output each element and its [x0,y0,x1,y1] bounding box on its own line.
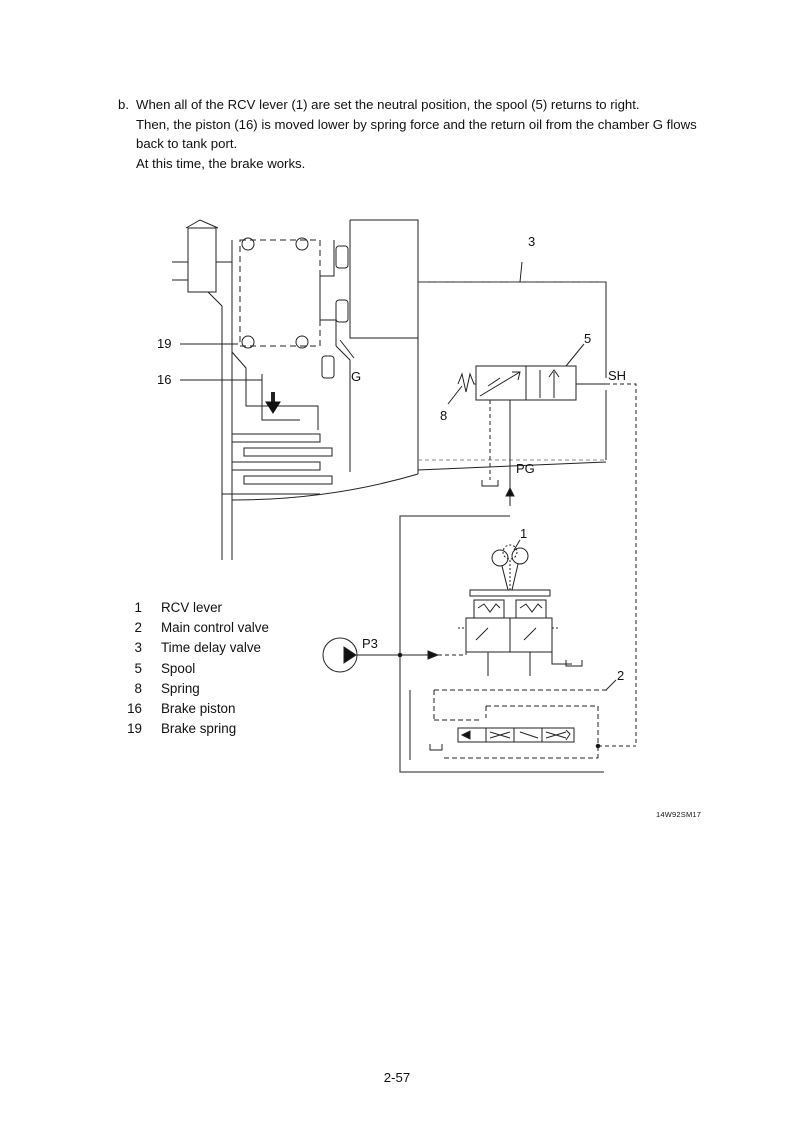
instruction-paragraph: b.When all of the RCV lever (1) are set … [118,95,738,173]
main-control-valve [409,679,636,760]
brake-housing [172,219,607,560]
label-pg: PG [516,461,535,476]
time-delay-valve-circuit [418,261,607,460]
paragraph-line-1: b.When all of the RCV lever (1) are set … [118,95,738,115]
label-5: 5 [584,331,591,346]
label-19: 19 [157,336,171,351]
diagram-labels: 3 5 19 16 G SH 8 PG 1 P3 2 [157,234,626,683]
paragraph-line-3: back to tank port. [136,136,238,151]
label-8: 8 [440,408,447,423]
spool-valve [399,343,637,773]
label-2: 2 [617,668,624,683]
figure-code: 14W92SM17 [656,810,702,819]
pump-p3 [322,637,583,676]
label-p3: P3 [362,636,378,651]
rcv-lever [458,539,560,653]
label-g: G [351,369,361,384]
label-3: 3 [528,234,535,249]
label-1: 1 [520,526,527,541]
list-marker: b. [118,97,129,112]
paragraph-line-2: Then, the piston (16) is moved lower by … [136,116,697,132]
paragraph-line-4: At this time, the brake works. [136,155,306,171]
page-number: 2-57 [383,1070,411,1085]
label-sh: SH [608,368,626,383]
label-16: 16 [157,372,171,387]
